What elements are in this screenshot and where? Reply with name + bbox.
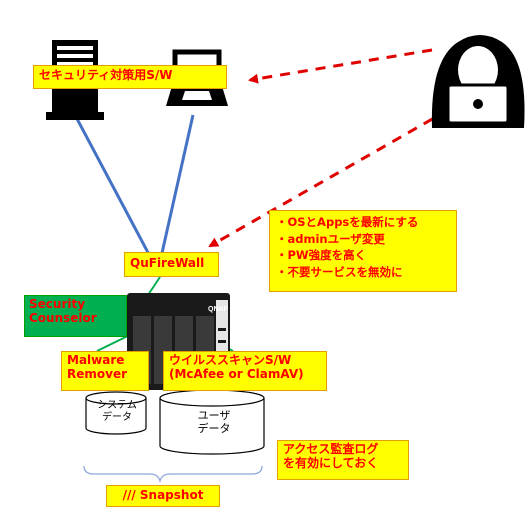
security-software-label: セキュリティ対策用S/W [33,65,227,89]
attack-arrow-to-firewall [208,108,449,248]
hacker-icon [431,35,525,128]
advice-item: ・PW強度を高く [276,248,367,263]
malware-remover-label: Malware Remover [61,351,149,391]
server-to-firewall-line [73,114,155,263]
user-data-label: ユーザ データ [197,409,231,435]
security-counselor-label: Security Counselor [24,295,127,337]
advice-item: ・不要サービスを無効に [276,265,403,280]
nas-brand-text: QNAP [208,306,229,313]
snapshot-label: /// Snapshot [106,485,220,507]
attack-arrow-to-endpoints [248,48,433,84]
virus-scan-label: ウイルススキャンS/W (McAfee or ClamAV) [163,351,327,391]
system-data-label: システム データ [97,400,137,423]
advice-item: ・adminユーザ変更 [276,231,385,246]
snapshot-brace [83,465,263,484]
advice-box: ・OSとAppsを最新にする ・adminユーザ変更 ・PW強度を高く ・不要サ… [269,210,457,292]
access-log-label: アクセス監査ログ を有効にしておく [277,440,409,480]
system-data-cylinder [85,391,147,435]
advice-item: ・OSとAppsを最新にする [276,215,419,229]
qufirewall-label: QuFireWall [124,252,219,277]
user-data-cylinder [159,389,265,455]
laptop-to-firewall-line [158,114,195,263]
